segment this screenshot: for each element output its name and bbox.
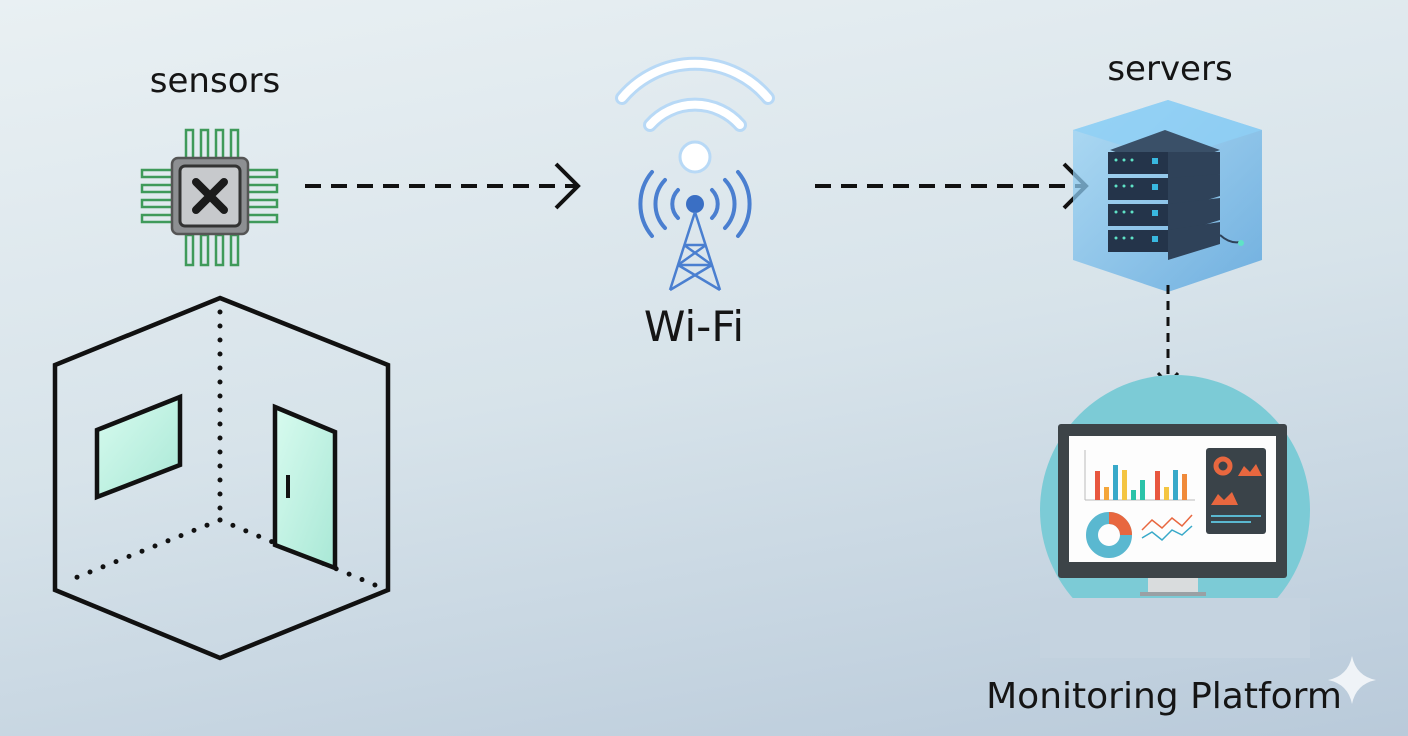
arrowhead-icon (554, 162, 581, 210)
monitoring-platform-label: Monitoring Platform (986, 676, 1342, 717)
sensors-label: sensors (150, 61, 280, 101)
room-icon (52, 295, 391, 661)
wifi-label: Wi-Fi (644, 302, 744, 351)
servers-label: servers (1107, 49, 1232, 89)
server-rack-icon (1073, 100, 1262, 292)
chip-sensor-icon (140, 128, 279, 267)
sparkle-icon (1328, 656, 1376, 704)
monitor-dashboard-icon (1040, 375, 1310, 658)
wifi-tower-icon (615, 56, 775, 292)
